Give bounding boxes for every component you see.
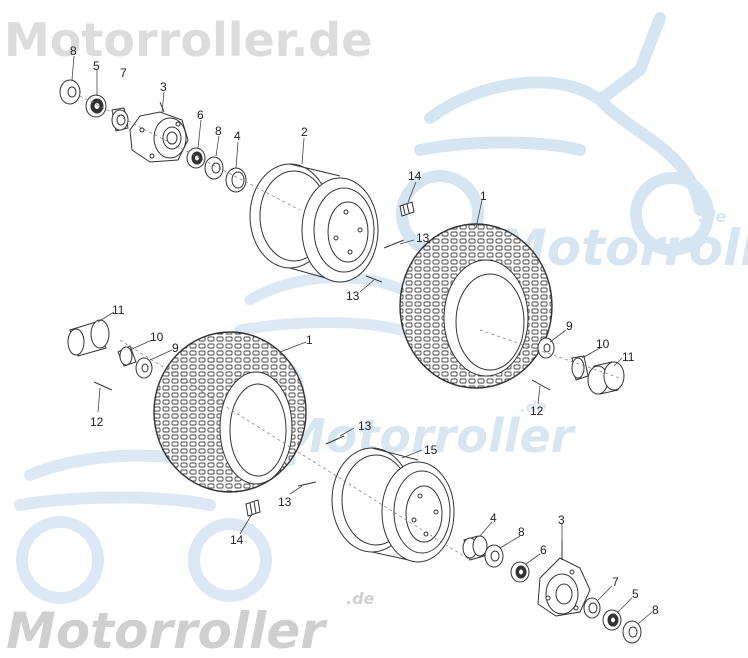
pin-12-right [531,379,551,391]
callout-4-bottom: 4 [490,511,497,525]
callout-10-right: 10 [596,337,610,351]
callout-12-left: 12 [90,415,104,429]
callout-7-top: 7 [120,66,127,80]
callout-1-left-tire: 1 [306,333,313,347]
washer-9-left [135,357,153,379]
callout-2-rim: 2 [301,125,308,139]
watermark-middle-text: Motorroller [280,409,577,463]
callout-11-left: 11 [112,303,125,317]
rim-2 [249,163,379,283]
washer-8-top-left [59,79,81,105]
callout-8-top-right: 8 [215,124,222,138]
callout-6-top: 6 [197,108,204,122]
washer-8-top-right [204,156,224,180]
nut-10-right [571,355,589,381]
cap-11-left [67,319,110,357]
bearing-5-top [85,94,107,118]
tire-1-left [153,331,307,493]
bolt-13-top-a [383,239,405,249]
spacer-7-bottom [583,597,601,619]
callout-13-top-b: 13 [346,289,360,303]
callout-15-rim: 15 [424,443,438,457]
callout-5-top: 5 [93,59,100,73]
washer-8-bottom-right [622,620,642,644]
watermark-bottom-suffix: .de [346,589,375,608]
watermark-scooter-bottom [14,449,296,604]
callout-9-left: 9 [172,341,179,355]
hub-3-top [129,101,189,163]
hub-3-bottom [537,540,591,617]
callout-8-bottom-right: 8 [652,603,659,617]
callout-3-top: 3 [160,80,167,94]
callout-9-right: 9 [566,319,573,333]
washer-9-right [537,337,555,359]
rim-15 [331,447,455,563]
callout-1-right-tire: 1 [480,189,487,203]
bolt-13-bottom-a [325,435,345,445]
watermark-bottom-text: Motorroller [6,602,328,658]
callout-12-right: 12 [530,404,544,418]
watermark-side-suffix: .de [698,207,727,226]
spacer-7-top [111,107,129,132]
bearing-5-bottom [602,609,622,631]
valve-14-top [399,201,415,217]
callout-3-bottom: 3 [558,513,565,527]
spacer-4-top [225,167,247,193]
callout-7-bottom: 7 [612,575,619,589]
spacer-4-bottom [462,535,488,561]
bolt-13-bottom-b [297,481,317,487]
callout-labels: 8 5 7 3 6 8 4 2 14 1 13 13 9 10 11 12 11… [70,44,659,617]
tire-1-right [399,223,553,389]
watermark-scooter-top [396,12,714,258]
washer-8-bottom-left [484,544,504,568]
callout-8-bottom-left: 8 [518,525,525,539]
assembly-axis-lines [79,95,621,561]
callout-14-top: 14 [408,169,422,183]
callout-13-bottom-a: 13 [358,419,372,433]
cap-11-right [587,361,625,395]
callout-6-bottom: 6 [540,543,547,557]
callout-5-bottom: 5 [632,587,639,601]
callout-11-right: 11 [622,350,635,364]
watermark-top-text: Motorroller.de [4,13,372,67]
leader-lines [71,55,653,625]
bearing-6-top [186,147,206,169]
nut-10-left [117,345,137,367]
callout-13-top-a: 13 [416,231,430,245]
bearing-6-bottom [510,561,530,583]
valve-14-bottom [245,499,261,517]
watermark-middle-suffix: .de [520,398,547,416]
callout-4-top: 4 [234,129,241,143]
bolt-13-top-b [365,275,383,283]
callout-14-bottom: 14 [230,533,244,547]
callout-8-top-left: 8 [70,44,77,58]
pin-12-left [93,381,113,391]
callout-10-left: 10 [150,330,164,344]
callout-13-bottom-b: 13 [278,495,292,509]
